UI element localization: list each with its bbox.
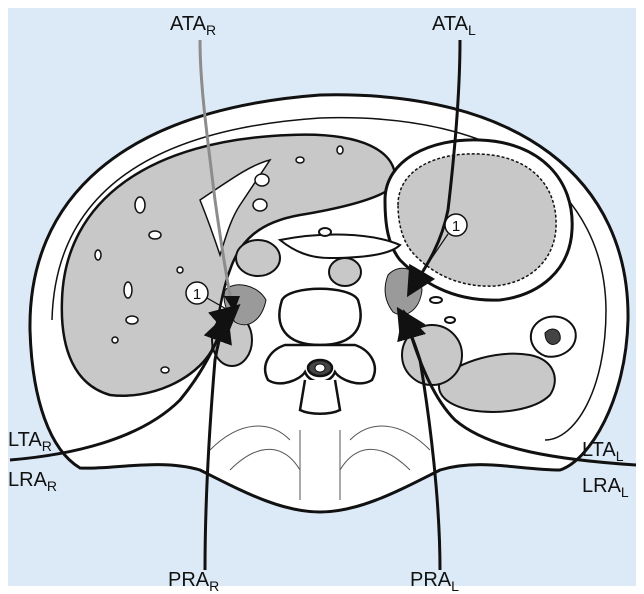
label-lra-l: LRAL (582, 476, 629, 499)
label-ata-r-sub: R (206, 22, 216, 38)
label-pra-l-sub: L (451, 578, 459, 594)
label-pra-r-sub: R (209, 578, 219, 594)
label-lta-r: LTAR (8, 430, 52, 453)
label-pra-l-main: PRA (410, 569, 451, 591)
label-lta-r-main: LTA (8, 429, 42, 451)
marker-left: 1 (452, 218, 460, 235)
label-pra-r-main: PRA (168, 569, 209, 591)
colon-content (545, 329, 560, 344)
label-ata-r: ATAR (170, 14, 216, 37)
label-lta-r-sub: R (42, 438, 52, 454)
label-lra-r: LRAR (8, 470, 57, 493)
label-ata-l: ATAL (432, 14, 476, 37)
label-ata-l-main: ATA (432, 13, 468, 35)
label-ata-l-sub: L (468, 22, 476, 38)
label-ata-r-main: ATA (170, 13, 206, 35)
label-lra-l-sub: L (621, 484, 629, 500)
label-lra-r-main: LRA (8, 469, 47, 491)
label-lra-l-main: LRA (582, 475, 621, 497)
label-lta-l-sub: L (616, 448, 624, 464)
label-lta-l: LTAL (582, 440, 624, 463)
marker-right: 1 (193, 286, 201, 303)
label-lra-r-sub: R (47, 478, 57, 494)
label-pra-r: PRAR (168, 570, 219, 593)
label-lta-l-main: LTA (582, 439, 616, 461)
label-pra-l: PRAL (410, 570, 459, 593)
